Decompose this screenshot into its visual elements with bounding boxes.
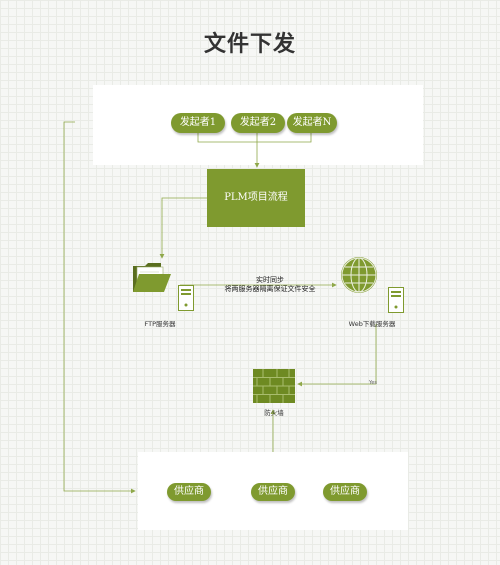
supplier-1[interactable]: 供应商 <box>167 483 211 501</box>
initiator-n[interactable]: 发起者N <box>287 113 337 133</box>
sync-line-1: 实时同步 <box>256 276 284 284</box>
globe-icon <box>341 257 377 293</box>
initiator-1[interactable]: 发起者1 <box>171 113 225 133</box>
web-to-firewall-arrow <box>297 324 377 387</box>
ftp-server-icon <box>178 285 194 311</box>
plm-process-box[interactable]: PLM项目流程 <box>207 169 305 227</box>
sync-annotation: 实时同步 将两服务器隔离保证文件安全 <box>215 276 325 294</box>
firewall-label: 防火墙 <box>264 409 284 417</box>
diagram-title: 文件下发 <box>203 32 296 57</box>
supplier-2[interactable]: 供应商 <box>251 483 295 501</box>
edge-label-yes: Yes <box>368 380 378 386</box>
web-server-icon <box>388 287 404 313</box>
plm-to-ftp-arrow <box>159 197 207 259</box>
sync-line-2: 将两服务器隔离保证文件安全 <box>224 285 316 293</box>
firewall-icon <box>253 369 295 403</box>
folder-icon <box>133 263 171 292</box>
feedback-line <box>63 121 136 494</box>
initiator-2[interactable]: 发起者2 <box>231 113 285 133</box>
supplier-3[interactable]: 供应商 <box>323 483 367 501</box>
ftp-server-label: FTP服务器 <box>144 320 176 328</box>
initiator-connector <box>197 131 312 143</box>
web-server-label: Web下载服务器 <box>348 320 396 328</box>
